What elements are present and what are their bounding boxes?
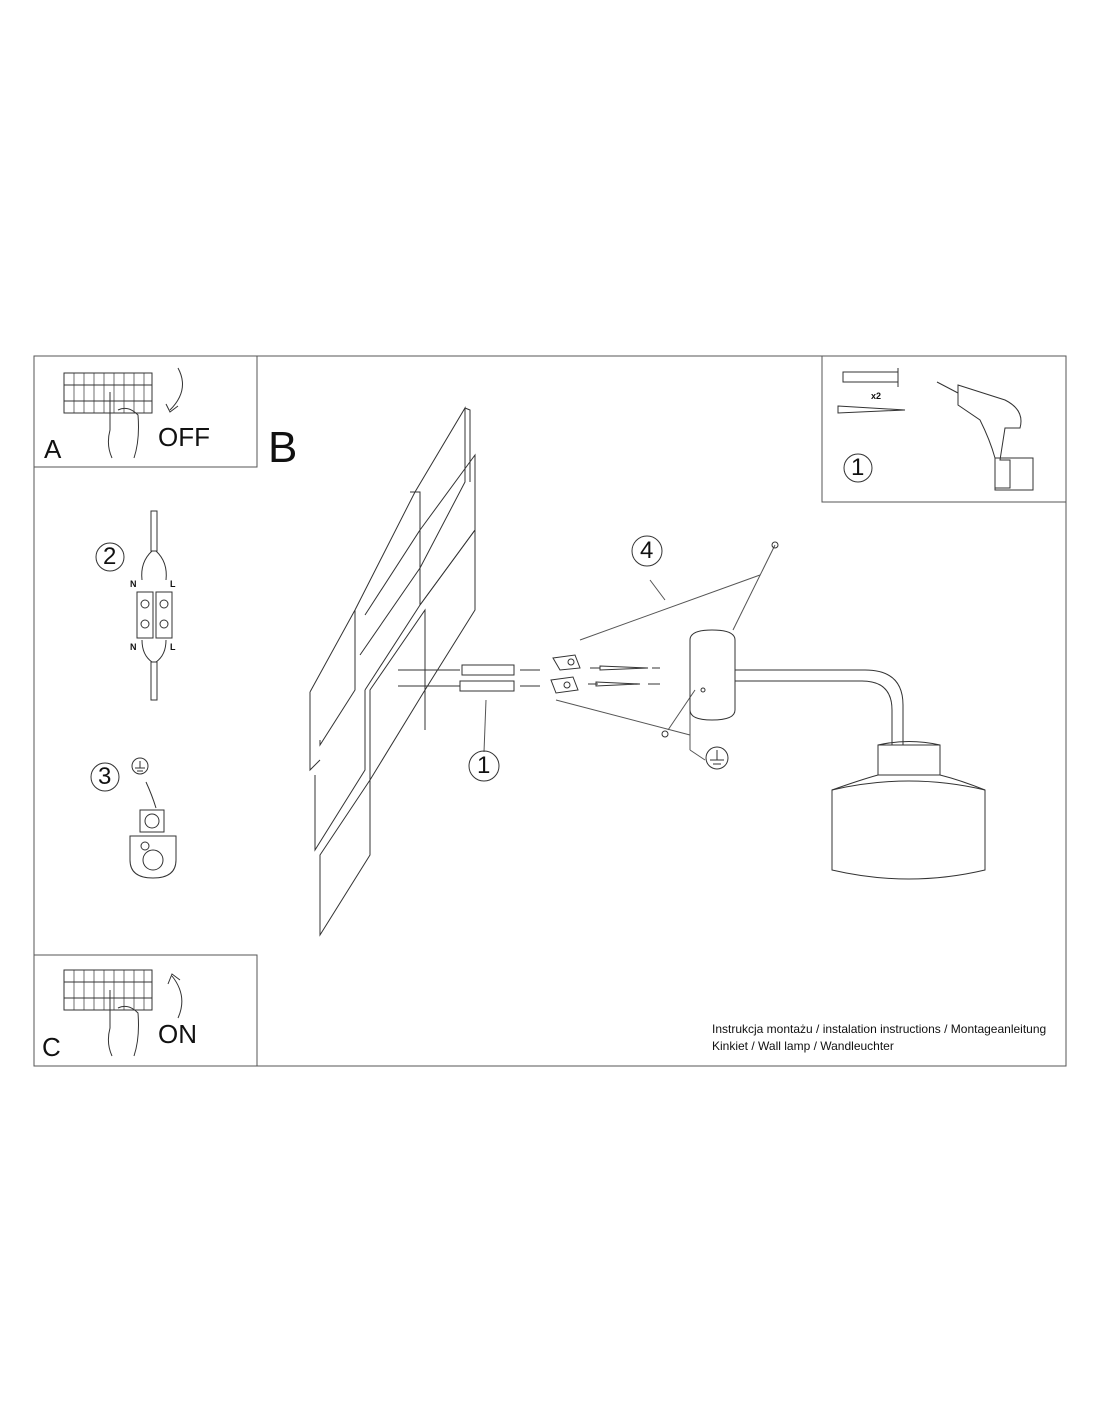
step-1-top-number: 1	[851, 454, 865, 481]
footer-line-1: Instrukcja montażu / instalation instruc…	[712, 1022, 1047, 1036]
wall-tiles	[309, 406, 476, 937]
leader-lines	[483, 544, 776, 761]
outer-frame	[33, 355, 1067, 1067]
step-1-top-circle	[843, 453, 873, 483]
panel-a-frame	[33, 355, 258, 468]
step-2-circle	[95, 542, 125, 572]
ground-symbol-icon	[131, 757, 149, 775]
step-1-wall-number: 1	[477, 752, 491, 779]
on-label: ON	[158, 1019, 197, 1049]
step-4-circle	[631, 535, 663, 567]
ground-terminal	[129, 781, 177, 879]
fixings-quantity: x2	[871, 391, 882, 401]
wire-n-top: N	[130, 579, 137, 589]
panel-b-letter: B	[268, 423, 298, 472]
panel-c-letter: C	[42, 1032, 61, 1062]
wire-n-bottom: N	[130, 642, 137, 652]
panel-c-frame	[33, 954, 258, 1067]
footer-caption: Instrukcja montażu / instalation instruc…	[712, 1021, 1046, 1055]
cap-screw	[771, 541, 779, 549]
fixings-kit-icon	[837, 368, 906, 414]
step-3-circle	[90, 762, 120, 792]
footer-line-2: Kinkiet / Wall lamp / Wandleuchter	[712, 1039, 894, 1053]
wire-l-bottom: L	[170, 642, 176, 652]
drill-icon	[936, 381, 1034, 491]
step-3-number: 3	[98, 763, 112, 790]
ground-symbol-icon	[705, 746, 729, 770]
wall-lamp	[689, 629, 986, 880]
off-label: OFF	[158, 422, 210, 452]
breaker-on-icon	[63, 969, 183, 1057]
step-1-wall-circle	[468, 750, 500, 782]
breaker-off-icon	[63, 367, 183, 459]
step-2-number: 2	[103, 543, 117, 570]
terminal-block-wiring	[136, 510, 173, 701]
wall-plugs-and-screws	[398, 654, 660, 694]
step-4-number: 4	[640, 537, 654, 564]
tools-panel-frame	[821, 355, 1067, 503]
panel-a-letter: A	[44, 434, 62, 464]
wire-l-top: L	[170, 579, 176, 589]
ground-screw	[661, 730, 669, 738]
